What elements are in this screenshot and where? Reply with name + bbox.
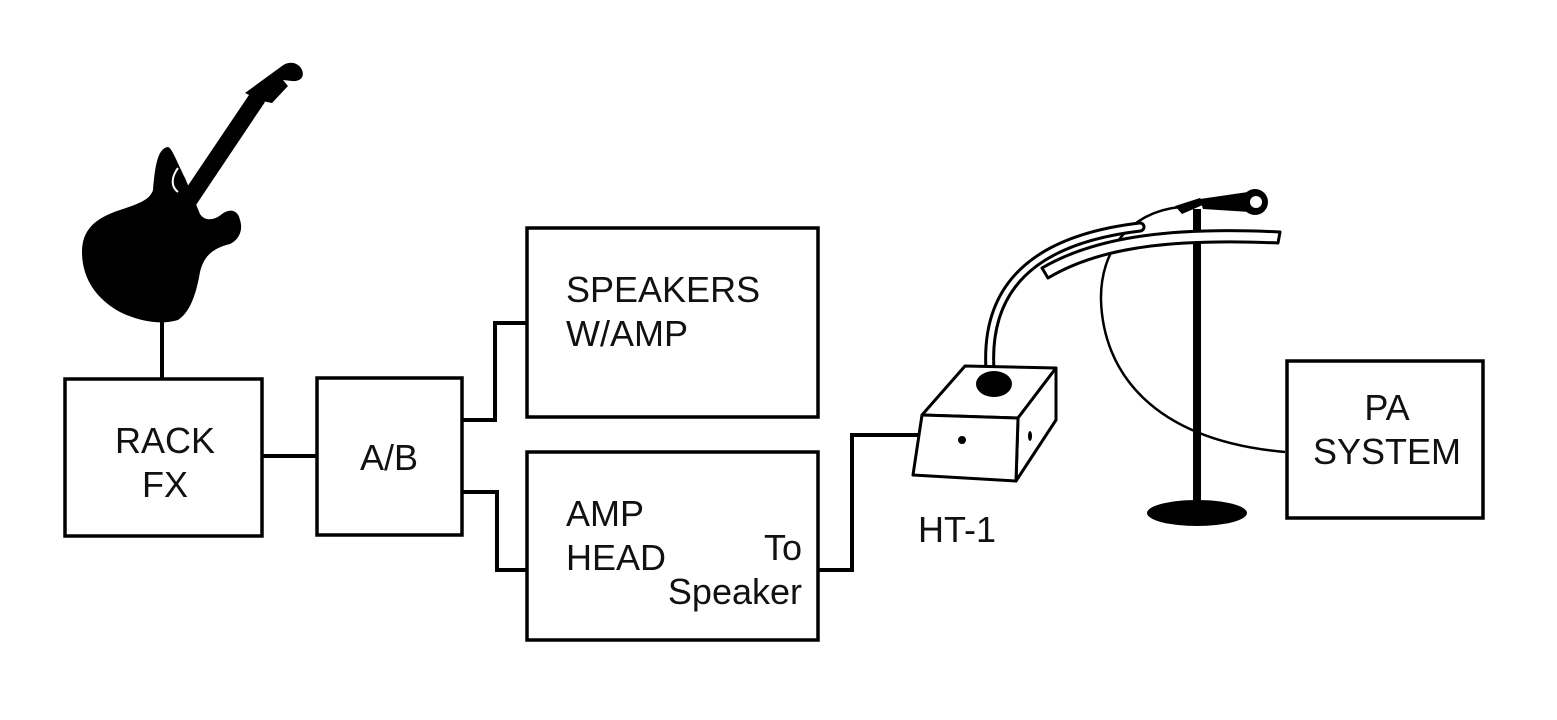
pa-system-label-line1: PA xyxy=(1364,387,1409,428)
amp-head-output-label-line1: To xyxy=(764,527,802,568)
ht1-box-icon xyxy=(911,364,1058,483)
speakers-amp-box: SPEAKERS W/AMP xyxy=(525,226,820,419)
amp-head-label-line2: HEAD xyxy=(566,537,666,578)
wire-amphead-to-ht1 xyxy=(818,433,922,572)
ab-box-label: A/B xyxy=(360,437,418,478)
amp-head-output-label-line2: Speaker xyxy=(668,571,802,612)
rack-fx-label-line1: RACK xyxy=(115,420,215,461)
amp-head-label-line1: AMP xyxy=(566,493,644,534)
amp-head-box: AMP HEAD To Speaker xyxy=(525,450,820,642)
wire-ab-to-amphead xyxy=(462,490,527,572)
ab-box: A/B xyxy=(315,376,464,537)
ht1-label: HT-1 xyxy=(918,509,996,550)
speakers-amp-label-line1: SPEAKERS xyxy=(566,269,760,310)
rack-fx-box: RACK FX xyxy=(63,377,264,538)
microphone-stand-icon xyxy=(1040,189,1282,526)
pa-system-label-line2: SYSTEM xyxy=(1313,431,1461,472)
speakers-amp-label-line2: W/AMP xyxy=(566,313,688,354)
wire-ab-to-speakers xyxy=(462,321,527,422)
electric-guitar-icon xyxy=(82,62,303,323)
pa-system-box: PA SYSTEM xyxy=(1285,359,1485,520)
rack-fx-label-line2: FX xyxy=(142,464,188,505)
